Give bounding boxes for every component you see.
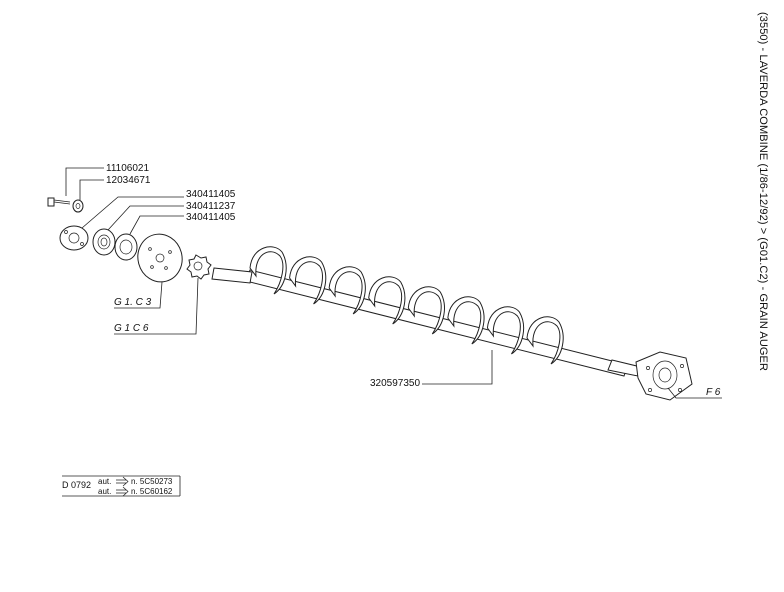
part-label-auger: 320597350 — [370, 378, 420, 389]
star-coupling-icon[interactable] — [186, 254, 212, 280]
bearing-icon[interactable] — [92, 228, 116, 256]
ref-label-flange: F 6 — [706, 387, 721, 398]
auger-flight — [407, 286, 445, 335]
part-label-bearing: 340411237 — [186, 201, 236, 212]
grain-auger[interactable] — [211, 246, 650, 378]
bolt-icon[interactable] — [47, 197, 71, 207]
ref-label-disc: G 1. C 3 — [114, 297, 152, 308]
info-row1-value: n. 5C50273 — [131, 477, 173, 486]
auger-flight — [486, 306, 525, 355]
part-label-seal-inner: 340411405 — [186, 212, 236, 223]
info-row1-prefix: aut. — [98, 477, 111, 486]
info-box: D 0792 aut. n. 5C50273 aut. n. 5C60162 — [62, 475, 181, 497]
auger-flight — [526, 316, 564, 365]
auger-flight — [368, 276, 406, 325]
auger-flight — [447, 296, 485, 345]
disc-plate-icon[interactable] — [133, 229, 188, 287]
info-row2-value: n. 5C60162 — [131, 487, 173, 496]
part-label-seal-outer: 340411405 — [186, 189, 236, 200]
leader-lines — [65, 167, 722, 399]
info-row2-prefix: aut. — [98, 487, 111, 496]
seal-ring-icon[interactable] — [114, 233, 138, 261]
auger-flight — [289, 256, 327, 305]
auger-flight — [328, 266, 366, 315]
info-code: D 0792 — [62, 480, 91, 490]
ref-label-star: G 1 C 6 — [114, 323, 149, 334]
part-label-bolt: 11106021 — [106, 163, 149, 174]
seal-housing-icon[interactable] — [59, 225, 89, 251]
washer-icon[interactable] — [72, 199, 84, 213]
flange-housing-icon[interactable] — [635, 351, 693, 401]
arrow-right-icon — [116, 476, 129, 487]
part-label-washer: 12034671 — [106, 175, 151, 186]
auger-flight — [249, 246, 287, 295]
arrow-right-icon — [116, 486, 129, 497]
